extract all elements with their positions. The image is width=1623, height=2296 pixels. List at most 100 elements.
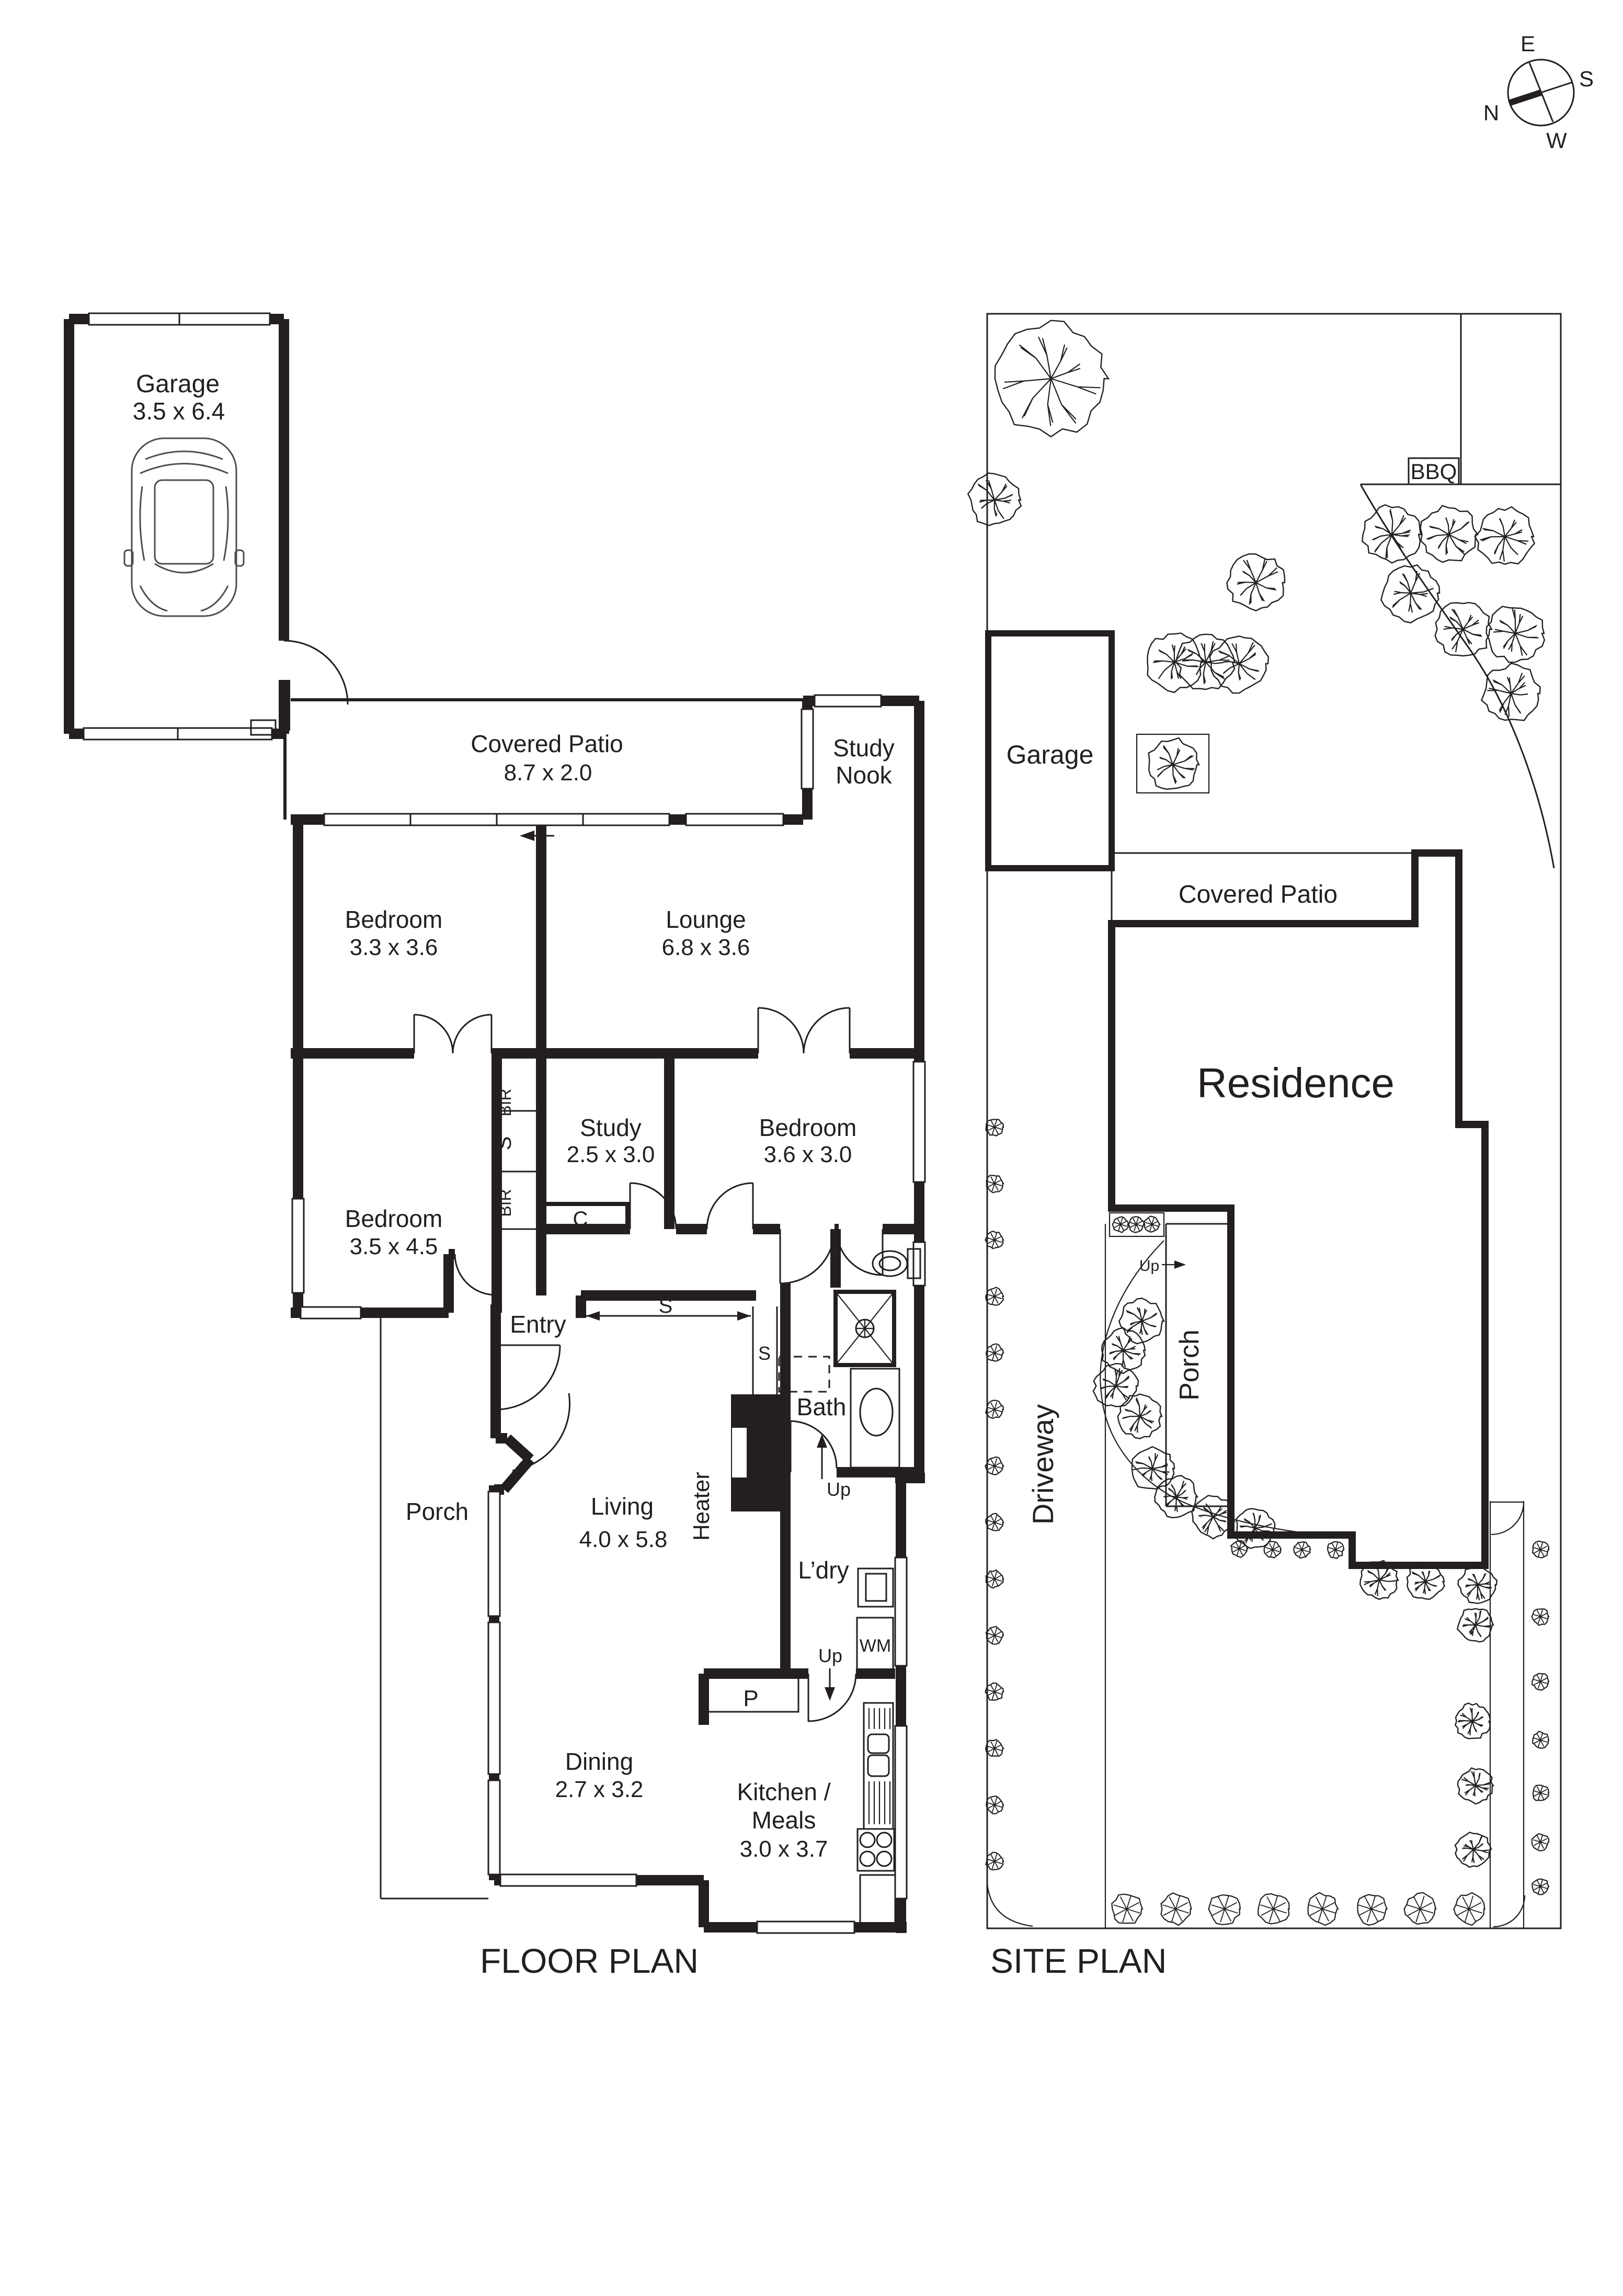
tree-canopy-icon [987, 1684, 1002, 1700]
c-closet-label: C [573, 1208, 588, 1231]
tree-canopy-icon [987, 1628, 1002, 1643]
tree-canopy-icon [987, 1571, 1002, 1587]
tree-canopy-icon [1426, 517, 1470, 555]
tree-canopy-icon [1420, 505, 1479, 563]
tree-canopy-icon [987, 1176, 1002, 1191]
tree-canopy-icon [987, 1458, 1002, 1474]
tree-canopy-icon [1533, 1786, 1548, 1800]
garage-label: Garage [136, 370, 220, 398]
kitchen-label-2: Meals [752, 1806, 816, 1834]
tree-canopy-icon [1112, 1216, 1129, 1233]
tree-canopy-icon [987, 1232, 1002, 1248]
tree-canopy-icon [1533, 1542, 1548, 1557]
tree-canopy-icon [1407, 1895, 1434, 1923]
site-residence-label: Residence [1197, 1060, 1395, 1106]
bedroom3-dim: 3.6 x 3.0 [764, 1142, 852, 1167]
tree-canopy-icon [985, 1119, 1004, 1136]
tree-canopy-icon [1531, 1833, 1550, 1851]
door-arcs [413, 1007, 884, 1722]
tree-canopy-icon [1113, 1895, 1140, 1923]
tree-canopy-icon [1145, 1218, 1159, 1231]
tree-canopy-icon [1100, 1368, 1130, 1401]
tree-canopy-icon [1532, 1730, 1550, 1749]
tree-canopy-icon [1092, 1362, 1139, 1407]
site-patio-label: Covered Patio [1179, 881, 1338, 908]
floor-plan: Garage 3.5 x 6.4 Covered Patio 8.7 x 2.0… [64, 312, 926, 1980]
tree-canopy-icon [1462, 1610, 1492, 1638]
bedroom1-dim: 3.3 x 3.6 [350, 935, 438, 960]
tree-canopy-icon [1411, 1570, 1441, 1595]
toilet-icon [872, 1250, 908, 1277]
tree-canopy-icon [985, 1400, 1004, 1419]
tree-canopy-icon [1154, 1475, 1199, 1518]
compass-s: S [1579, 66, 1594, 91]
tree-canopy-icon [1380, 564, 1441, 624]
window [814, 694, 882, 708]
bir-top-label: BIR [496, 1088, 515, 1116]
s-vert-label: S [758, 1343, 771, 1364]
tree-canopy-icon [1131, 1446, 1175, 1490]
garage-dim: 3.5 x 6.4 [133, 397, 225, 425]
tree-canopy-icon [1457, 1566, 1498, 1605]
tree-canopy-icon [1456, 1608, 1494, 1643]
tree-canopy-icon [1232, 1541, 1247, 1556]
tree-canopy-icon [1263, 1540, 1282, 1559]
tree-canopy-icon [1182, 641, 1230, 684]
tree-canopy-icon [985, 1513, 1004, 1531]
tree-canopy-icon [1239, 1513, 1272, 1543]
wm-label: WM [860, 1636, 891, 1656]
tree-canopy-icon [1208, 1894, 1241, 1925]
porch-label: Porch [406, 1498, 468, 1525]
tree-canopy-icon [1295, 1542, 1309, 1557]
tree-canopy-icon [1357, 1894, 1388, 1926]
tree-canopy-icon [1531, 1608, 1550, 1626]
bbq-label: BBQ [1411, 459, 1457, 484]
floorplan-garage: Garage 3.5 x 6.4 [64, 312, 349, 741]
tree-canopy-icon [1443, 608, 1482, 653]
entry-label: Entry [510, 1311, 566, 1338]
tree-canopy-icon [1406, 1562, 1445, 1600]
tree-canopy-icon [1533, 1835, 1548, 1849]
tree-canopy-icon [1532, 1784, 1550, 1801]
tree-canopy-icon [1126, 1307, 1158, 1335]
tree-canopy-icon [1454, 1832, 1492, 1868]
tree-canopy-icon [1328, 1542, 1343, 1557]
tree-canopy-icon [977, 480, 1013, 519]
tree-canopy-icon [1434, 601, 1493, 657]
tree-canopy-icon [1118, 1298, 1165, 1345]
tree-canopy-icon [994, 320, 1110, 438]
tree-canopy-icon [987, 1515, 1002, 1530]
storage: BIR S BIR C S S [493, 1088, 778, 1418]
compass-rose: N E S W [1483, 31, 1594, 153]
tree-canopy-icon [1258, 1893, 1290, 1925]
tree-canopy-icon [1293, 1541, 1311, 1559]
tree-canopy-icon [1465, 1573, 1492, 1600]
tree-canopy-icon [1309, 1895, 1336, 1923]
tree-canopy-icon [1152, 644, 1199, 679]
tree-canopy-icon [1533, 1879, 1548, 1894]
tree-canopy-icon [1403, 1892, 1437, 1925]
bath-up-label: Up [827, 1479, 851, 1500]
window-arrow-icon [520, 831, 534, 841]
tree-canopy-icon [1218, 642, 1260, 680]
tree-canopy-icon [1133, 1453, 1170, 1481]
site-porch-label: Porch [1174, 1329, 1205, 1401]
tree-canopy-icon [1307, 1892, 1339, 1926]
heater-icon: Heater [689, 1394, 784, 1541]
tree-canopy-icon [1480, 518, 1529, 562]
north-pointer-icon [1508, 89, 1542, 106]
tree-canopy-icon [1371, 509, 1411, 560]
tree-canopy-icon [1129, 1218, 1143, 1231]
dining-label: Dining [565, 1748, 633, 1775]
tree-canopy-icon [1114, 1218, 1127, 1231]
kitchen-label-1: Kitchen / [737, 1778, 831, 1805]
tree-canopy-icon [986, 1795, 1004, 1815]
site-residence-outline [1108, 849, 1489, 1569]
tree-canopy-icon [1461, 1836, 1489, 1863]
tree-canopy-icon [987, 1741, 1002, 1756]
sink-icon [867, 1754, 890, 1777]
tree-canopy-icon [1485, 606, 1546, 663]
dashed-fixture [778, 1356, 830, 1393]
site-plan-title: SITE PLAN [990, 1941, 1167, 1980]
tree-canopy-icon [1361, 504, 1422, 564]
